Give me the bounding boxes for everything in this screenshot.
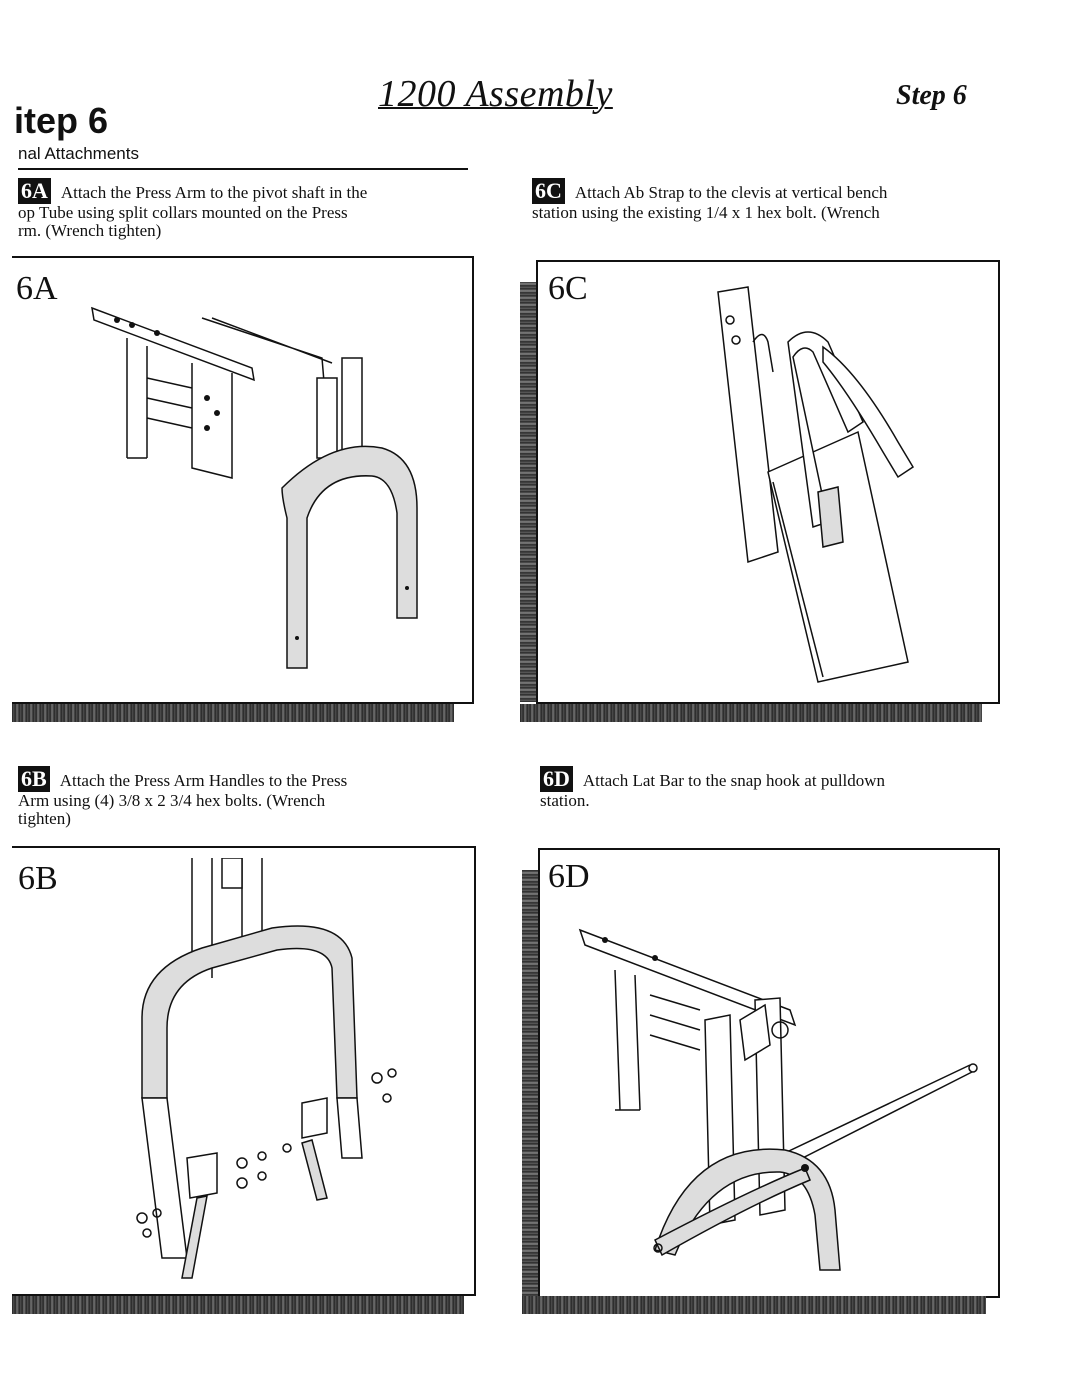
instruction-6a-line-3: rm. (Wrench tighten) — [18, 221, 162, 240]
badge-6c: 6C — [532, 178, 565, 204]
instruction-6b-line-3: tighten) — [18, 809, 71, 828]
instruction-6a-line-2: op Tube using split collars mounted on t… — [18, 203, 348, 222]
badge-6d: 6D — [540, 766, 573, 792]
press-arm-handles-icon — [136, 858, 397, 1279]
badge-6b: 6B — [18, 766, 50, 792]
press-arm-to-top-tube-icon — [91, 306, 418, 669]
panel-label-6c: 6C — [548, 270, 588, 307]
panel-6d-shadow — [522, 1296, 986, 1314]
badge-6a: 6A — [18, 178, 51, 204]
panel-6a-shadow — [12, 704, 454, 722]
panel-label-6b: 6B — [18, 860, 58, 897]
step-number-right: Step 6 — [896, 80, 967, 111]
instruction-6c: 6C Attach Ab Strap to the clevis at verti… — [532, 178, 1052, 222]
panel-label-6a: 6A — [16, 270, 58, 307]
panel-6c-shadow — [520, 704, 982, 722]
header-divider — [18, 168, 468, 170]
instruction-6a: 6A Attach the Press Arm to the pivot shaf… — [18, 178, 478, 240]
instruction-6d: 6D Attach Lat Bar to the snap hook at pul… — [540, 766, 1060, 810]
instruction-6c-line-2: station using the existing 1/4 x 1 hex b… — [532, 203, 880, 222]
section-subtitle: nal Attachments — [18, 144, 139, 163]
panel-label-6d: 6D — [548, 858, 590, 895]
step-heading: itep 6 — [14, 100, 109, 141]
panel-6c-left-shadow — [520, 282, 538, 702]
panel-6d-left-shadow — [522, 870, 540, 1298]
figure-panel-6d: 6D — [538, 848, 1000, 1298]
instruction-6d-line-1: Attach Lat Bar to the snap hook at pulld… — [582, 771, 886, 790]
figure-panel-6c: 6C — [536, 260, 1000, 704]
instruction-6a-line-1: Attach the Press Arm to the pivot shaft … — [60, 183, 368, 202]
figure-panel-6b: 6B — [12, 846, 476, 1296]
lat-bar-snap-hook-icon — [578, 928, 978, 1271]
instruction-6b-line-1: Attach the Press Arm Handles to the Pres… — [59, 771, 348, 790]
ab-strap-clevis-icon — [717, 286, 915, 683]
instruction-6d-line-2: station. — [540, 791, 590, 810]
panel-6b-shadow — [12, 1296, 464, 1314]
instruction-6b-line-2: Arm using (4) 3/8 x 2 3/4 hex bolts. (Wr… — [18, 791, 326, 810]
figure-panel-6a: 6A — [12, 256, 474, 704]
instruction-6b: 6B Attach the Press Arm Handles to the Pr… — [18, 766, 478, 828]
instruction-6c-line-1: Attach Ab Strap to the clevis at vertica… — [574, 183, 888, 202]
page-title: 1200 Assembly — [378, 73, 613, 115]
